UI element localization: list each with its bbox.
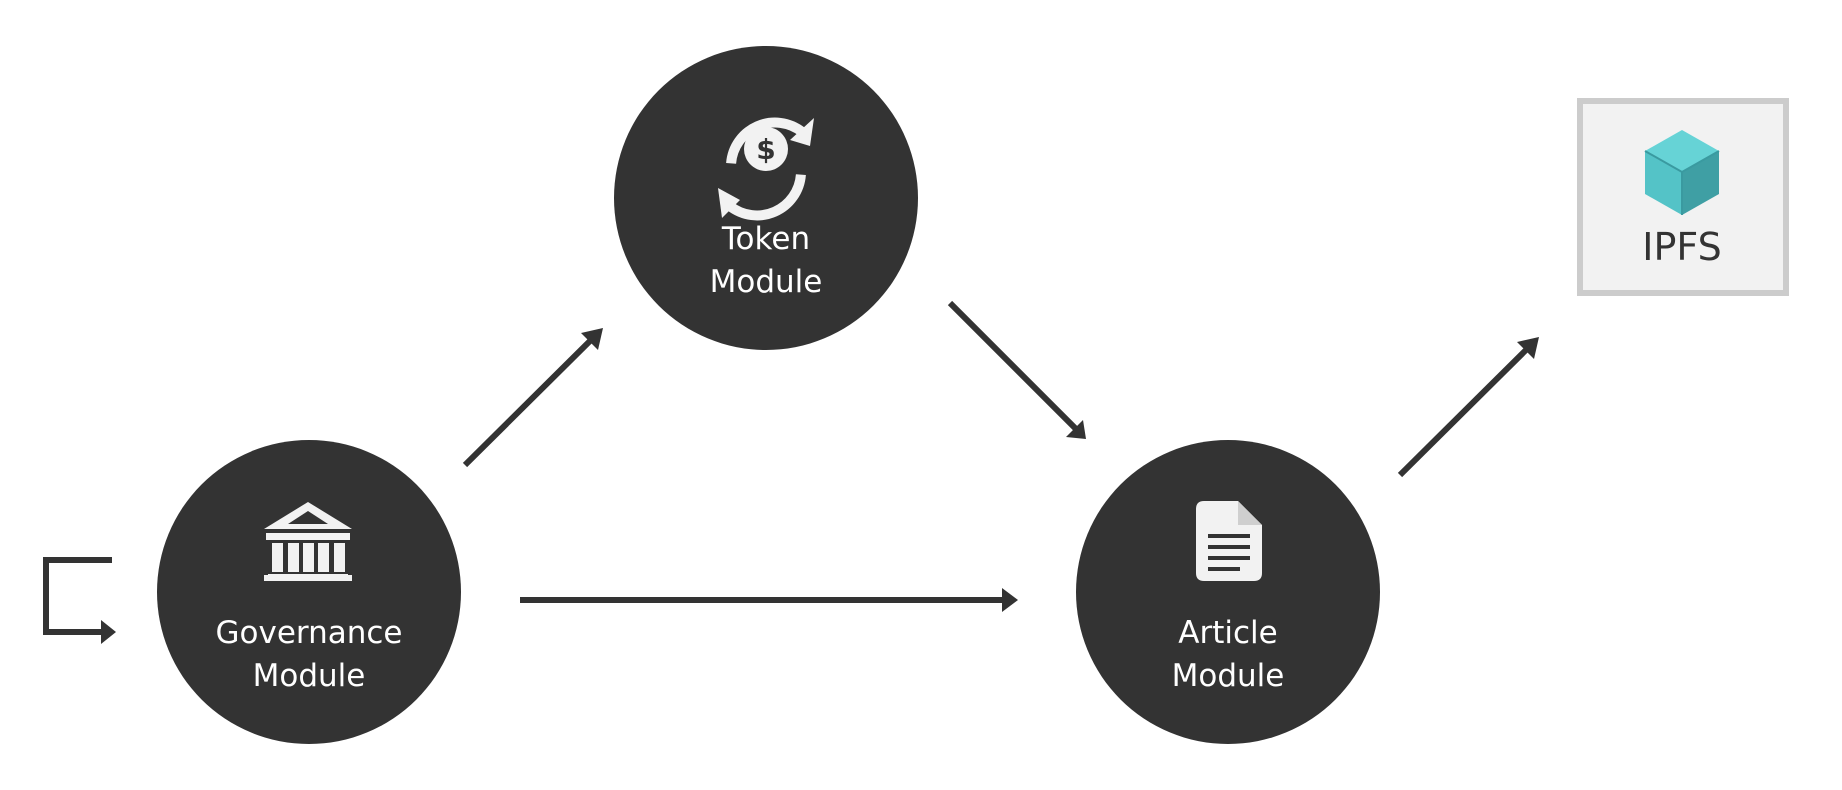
document-icon — [1196, 501, 1262, 581]
article-module-node: Article Module — [1076, 440, 1380, 744]
token-module-label-line2: Module — [710, 264, 823, 300]
edge-token-to-article — [947, 300, 1086, 439]
article-module-label-line2: Module — [1172, 658, 1285, 694]
currency-exchange-icon: $ — [718, 117, 814, 221]
edge-governance-to-token — [462, 328, 603, 468]
governance-module-node: Governance Module — [157, 440, 461, 744]
cube-icon — [1644, 130, 1720, 215]
bank-icon — [264, 502, 352, 581]
governance-module-label-line1: Governance — [215, 615, 402, 651]
token-module-label-line1: Token — [721, 221, 810, 257]
token-module-circle — [614, 46, 918, 350]
governance-module-circle — [157, 440, 461, 744]
edge-governance-to-article — [520, 588, 1018, 612]
article-module-circle — [1076, 440, 1380, 744]
edge-external-to-governance — [43, 557, 116, 644]
ipfs-label: IPFS — [1642, 225, 1721, 269]
governance-module-label-line2: Module — [253, 658, 366, 694]
edge-article-to-ipfs — [1397, 337, 1539, 478]
svg-text:$: $ — [756, 133, 775, 166]
token-module-node: $ Token Module — [614, 46, 918, 350]
article-module-label-line1: Article — [1178, 615, 1277, 651]
ipfs-node: IPFS — [1577, 98, 1789, 296]
